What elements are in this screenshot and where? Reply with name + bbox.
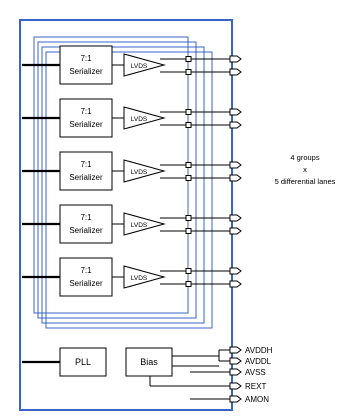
analog-pins: AVDDH AVDDL AVSS REXT AMON <box>218 346 273 404</box>
pin-symbol <box>229 346 242 354</box>
pin-amon: AMON <box>219 395 269 404</box>
output-pin-symbol <box>229 174 242 182</box>
pad-square <box>185 109 192 115</box>
serializer-label-top: 7:1 <box>80 266 92 275</box>
pad-square <box>185 175 192 181</box>
pin-symbol <box>229 395 242 403</box>
pin-label: AVSS <box>245 368 266 377</box>
lvds-driver <box>123 53 166 77</box>
serializer-label-bottom: Serializer <box>69 279 103 288</box>
lvds-label: LVDS <box>131 116 148 123</box>
group-frame-2 <box>37 41 197 319</box>
serializer-label-bottom: Serializer <box>69 67 103 76</box>
lvds-label: LVDS <box>131 169 148 176</box>
output-pin-symbol <box>229 214 242 222</box>
lvds-driver <box>123 265 166 289</box>
serializer-label-top: 7:1 <box>80 107 92 116</box>
output-pin-positive <box>229 214 242 222</box>
output-pin-negative <box>229 280 242 288</box>
output-pin-negative <box>229 68 242 76</box>
pad-square <box>185 56 192 62</box>
pad-square <box>185 162 192 168</box>
pin-symbol <box>229 368 242 376</box>
serializer-block <box>59 204 113 244</box>
lvds-driver <box>123 212 166 236</box>
serializer-label-bottom: Serializer <box>69 226 103 235</box>
group-stack <box>33 36 213 329</box>
pin-label: AVDDL <box>245 357 272 366</box>
group-frame-4 <box>45 51 213 329</box>
serializer-label-top: 7:1 <box>80 213 92 222</box>
output-pin-negative <box>229 227 242 235</box>
note-times: x <box>303 165 307 174</box>
output-pin-positive <box>229 267 242 275</box>
note-lanes: 5 differential lanes <box>275 177 336 186</box>
output-pin-symbol <box>229 121 242 129</box>
output-pin-negative <box>229 174 242 182</box>
output-pin-positive <box>229 55 242 63</box>
output-pin-symbol <box>229 227 242 235</box>
pin-symbol <box>229 382 242 390</box>
pin-label: AMON <box>245 395 269 404</box>
pll-label: PLL <box>75 357 91 367</box>
lvds-driver <box>123 159 166 183</box>
analog-pin-wiring <box>149 355 219 400</box>
output-pin-symbol <box>229 55 242 63</box>
pin-label: REXT <box>245 382 266 391</box>
output-pin-symbol <box>229 267 242 275</box>
lvds-label: LVDS <box>131 222 148 229</box>
lvds-driver <box>123 106 166 130</box>
serializer-label-top: 7:1 <box>80 54 92 63</box>
pin-label: AVDDH <box>245 346 273 355</box>
serializer-label-top: 7:1 <box>80 160 92 169</box>
pin-avddl: AVDDL <box>219 357 272 366</box>
pad-square <box>185 122 192 128</box>
serializer-block <box>59 45 113 85</box>
serializer-label-bottom: Serializer <box>69 173 103 182</box>
lanes: 7:1SerializerLVDS7:1SerializerLVDS7:1Ser… <box>22 45 242 297</box>
output-pin-symbol <box>229 280 242 288</box>
serializer-block <box>59 151 113 191</box>
output-pin-positive <box>229 161 242 169</box>
pin-avddh: AVDDH <box>219 346 273 355</box>
bias-block <box>125 347 173 377</box>
pin-rext: REXT <box>219 382 266 391</box>
pll-block <box>59 347 107 377</box>
pad-square <box>185 268 192 274</box>
bias-label: Bias <box>140 357 158 367</box>
pad-square <box>185 69 192 75</box>
pad-square <box>185 228 192 234</box>
output-pin-negative <box>229 121 242 129</box>
output-pin-symbol <box>229 161 242 169</box>
pin-avss: AVSS <box>219 368 266 377</box>
output-pin-symbol <box>229 68 242 76</box>
pad-square <box>185 281 192 287</box>
serializer-block <box>59 98 113 138</box>
lvds-label: LVDS <box>131 275 148 282</box>
lvds-label: LVDS <box>131 63 148 70</box>
pad-square <box>185 215 192 221</box>
note-groups: 4 groups <box>290 153 319 162</box>
serializer-block <box>59 257 113 297</box>
pin-symbol <box>229 357 242 365</box>
group-frame-3 <box>41 46 205 324</box>
serializer-label-bottom: Serializer <box>69 120 103 129</box>
output-pin-positive <box>229 108 242 116</box>
output-pin-symbol <box>229 108 242 116</box>
